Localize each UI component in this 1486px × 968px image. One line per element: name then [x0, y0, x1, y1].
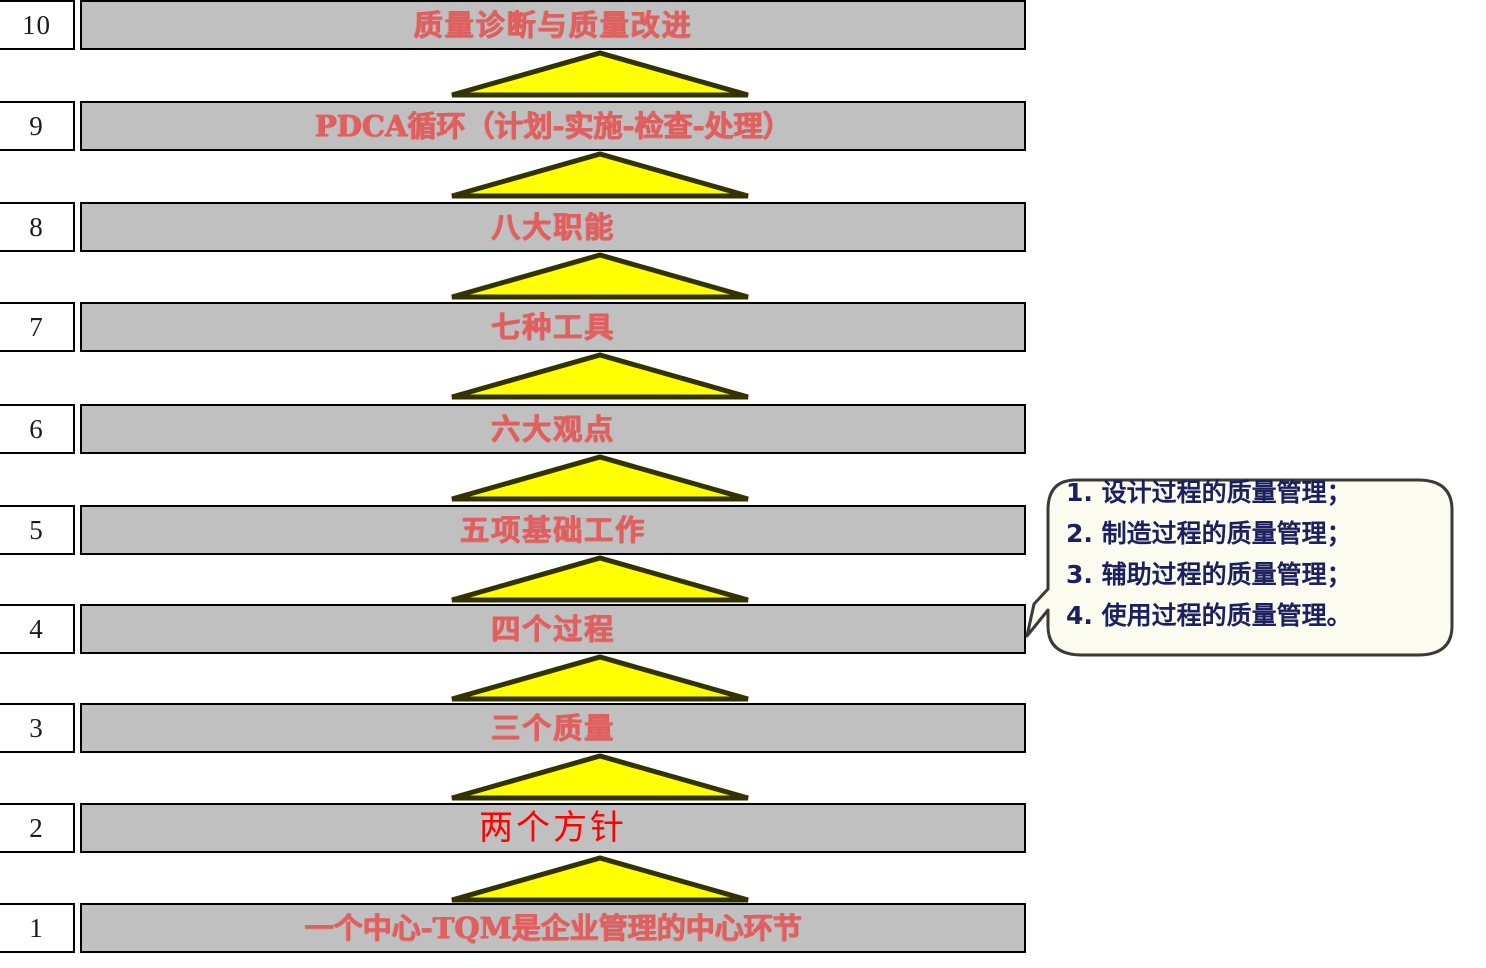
- row-label-8: 八大职能: [490, 209, 615, 244]
- triangle-icon: [451, 654, 749, 702]
- row-bar-3[interactable]: 三个质量: [80, 703, 1026, 753]
- callout-bubble[interactable]: 1. 设计过程的质量管理； 2. 制造过程的质量管理； 3. 辅助过程的质量管理…: [1018, 458, 1458, 663]
- triangle-icon: [451, 50, 749, 98]
- row-number-9: 9: [0, 101, 75, 151]
- triangle-icon: [451, 555, 749, 603]
- row-number-3: 3: [0, 703, 75, 753]
- connector-triangle-9-to-10: [450, 50, 750, 98]
- row-bar-6[interactable]: 六大观点: [80, 404, 1026, 454]
- row-label-6: 六大观点: [490, 411, 615, 446]
- row-label-1: 一个中心-TQM是企业管理的中心环节: [304, 910, 802, 945]
- row-number-5: 5: [0, 505, 75, 555]
- row-bar-10[interactable]: 质量诊断与质量改进: [80, 0, 1026, 50]
- row-label-2: 两个方针: [479, 808, 627, 848]
- row-bar-2[interactable]: 两个方针: [80, 803, 1026, 853]
- row-bar-8[interactable]: 八大职能: [80, 202, 1026, 252]
- callout-text-block: 1. 设计过程的质量管理； 2. 制造过程的质量管理； 3. 辅助过程的质量管理…: [1066, 472, 1426, 636]
- row-bar-1[interactable]: 一个中心-TQM是企业管理的中心环节: [80, 903, 1026, 953]
- row-bar-7[interactable]: 七种工具: [80, 302, 1026, 352]
- connector-triangle-4-to-5: [450, 555, 750, 603]
- row-number-1: 1: [0, 903, 75, 953]
- triangle-icon: [451, 252, 749, 300]
- row-bar-9[interactable]: PDCA循环（计划-实施-检查-处理）: [80, 101, 1026, 151]
- callout-line-1: 1. 设计过程的质量管理；: [1066, 478, 1352, 507]
- row-label-4: 四个过程: [490, 611, 615, 646]
- row-label-3: 三个质量: [490, 710, 615, 745]
- row-bar-4[interactable]: 四个过程: [80, 604, 1026, 654]
- connector-triangle-7-to-8: [450, 252, 750, 300]
- callout-line-2: 2. 制造过程的质量管理；: [1066, 519, 1352, 548]
- callout-shape: [1025, 478, 1454, 657]
- row-label-5: 五项基础工作: [459, 512, 646, 547]
- row-label-10: 质量诊断与质量改进: [413, 7, 693, 42]
- triangle-icon: [451, 855, 749, 903]
- row-number-4: 4: [0, 604, 75, 654]
- callout-line-3: 3. 辅助过程的质量管理；: [1066, 560, 1352, 589]
- connector-triangle-6-to-7: [450, 352, 750, 400]
- triangle-icon: [451, 454, 749, 502]
- connector-triangle-3-to-4: [450, 654, 750, 702]
- connector-triangle-8-to-9: [450, 151, 750, 199]
- callout-line-4: 4. 使用过程的质量管理。: [1066, 601, 1352, 630]
- connector-triangle-2-to-3: [450, 753, 750, 801]
- triangle-icon: [451, 352, 749, 400]
- row-bar-5[interactable]: 五项基础工作: [80, 505, 1026, 555]
- triangle-icon: [451, 753, 749, 801]
- row-number-6: 6: [0, 404, 75, 454]
- row-label-7: 七种工具: [490, 309, 615, 344]
- row-label-9: PDCA循环（计划-实施-检查-处理）: [314, 108, 792, 143]
- connector-triangle-1-to-2: [450, 855, 750, 903]
- row-number-2: 2: [0, 803, 75, 853]
- connector-triangle-5-to-6: [450, 454, 750, 502]
- row-number-10: 10: [0, 0, 75, 50]
- row-number-8: 8: [0, 202, 75, 252]
- row-number-7: 7: [0, 302, 75, 352]
- triangle-icon: [451, 151, 749, 199]
